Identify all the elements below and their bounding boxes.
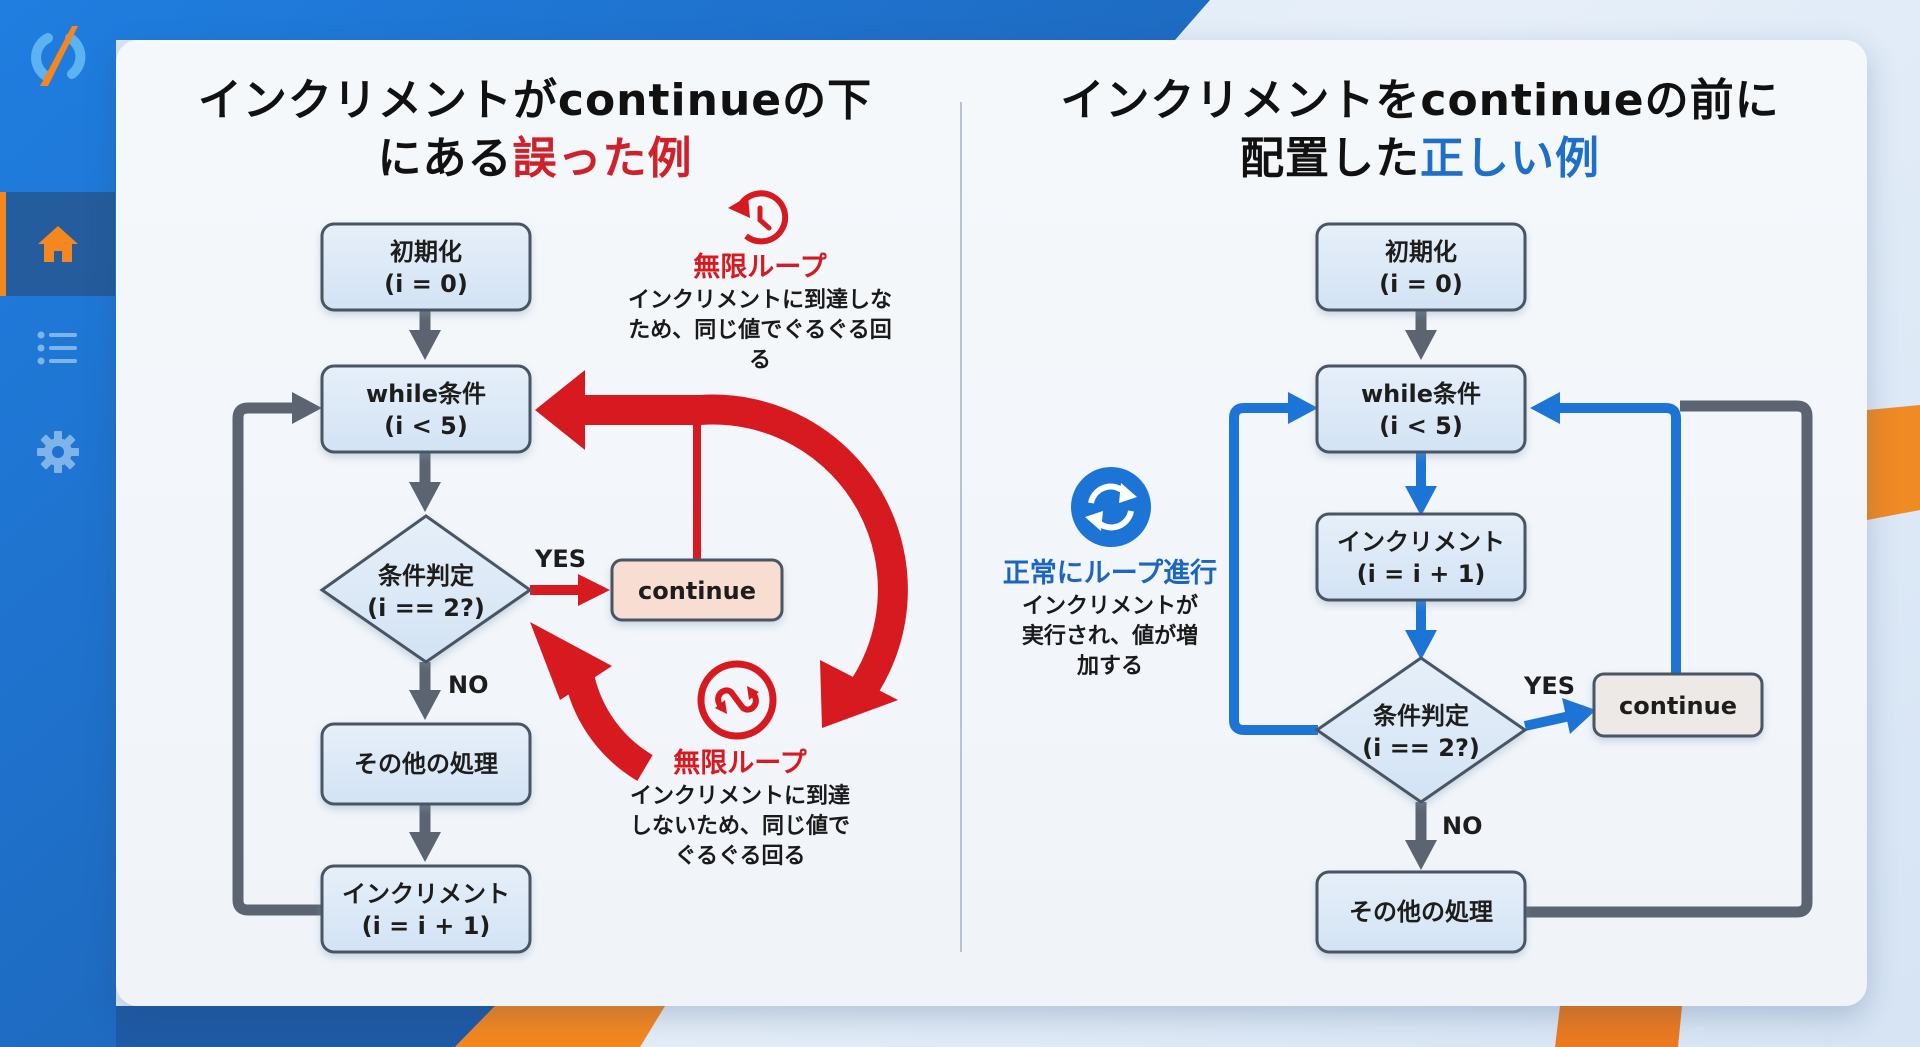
left-connectors	[232, 310, 431, 916]
refresh-icon	[1071, 467, 1151, 547]
right-blue-arrowheads	[1288, 392, 1596, 734]
orange-stripe-bottom-right	[1555, 1006, 1682, 1047]
sidebar	[0, 0, 115, 1047]
left-infinite-loop-arrows	[530, 370, 908, 781]
right-node-continue: continue	[1592, 672, 1764, 738]
orange-stripe-bottom-left	[455, 1006, 665, 1047]
red-arc-top	[580, 394, 908, 710]
left-note-top-line3: る	[748, 348, 771, 373]
right-note-line2: 実行され、値が増	[1021, 624, 1199, 649]
right-node-while: while条件 (i < 5)	[1315, 364, 1527, 454]
right-while-expr: (i < 5)	[1379, 412, 1463, 440]
orange-stripe-right	[1867, 405, 1920, 520]
right-cond-expr: (i == 2?)	[1362, 734, 1480, 762]
left-note-bottom-line3: ぐるぐる回る	[674, 844, 806, 869]
right-title-line1: インクリメントをcontinueの前に	[1060, 75, 1780, 126]
home-icon	[37, 226, 78, 262]
left-title-line1: インクリメントがcontinueの下	[197, 75, 873, 126]
right-flowchart: 初期化 (i = 0) while条件 (i < 5) インクリメント (i =…	[1071, 222, 1813, 954]
left-node-condition: 条件判定 (i == 2?)	[319, 514, 533, 664]
left-note-bottom: 無限ループ インクリメントに到達 しないため、同じ値で ぐるぐる回る	[595, 746, 885, 872]
right-gray-connectors	[1415, 310, 1813, 918]
left-no-label: NO	[448, 671, 489, 699]
left-cond-label: 条件判定	[378, 562, 474, 590]
left-node-init: 初期化 (i = 0)	[320, 222, 532, 312]
left-node-other: その他の処理	[320, 722, 532, 806]
left-continue-label: continue	[638, 577, 756, 605]
right-title-prefix: 配置した	[1240, 133, 1420, 184]
left-node-increment: インクリメント (i = i + 1)	[320, 864, 532, 954]
left-node-continue: continue	[610, 558, 784, 622]
sidebar-item-settings[interactable]	[0, 400, 115, 504]
right-note-line3: 加する	[1076, 654, 1143, 679]
right-title: インクリメントをcontinueの前に 配置した正しい例	[1020, 72, 1820, 188]
right-init-expr: (i = 0)	[1379, 270, 1463, 298]
gear-icon	[36, 431, 79, 473]
left-title-prefix: にある	[377, 133, 513, 184]
left-inc-label: インクリメント	[342, 880, 510, 908]
right-note-heading: 正常にループ進行	[1002, 558, 1218, 589]
right-continue-label: continue	[1619, 692, 1737, 720]
right-while-label: while条件	[1361, 380, 1481, 408]
right-gray-arrowheads	[1405, 330, 1437, 870]
left-other-label: その他の処理	[354, 750, 498, 778]
left-cond-expr: (i == 2?)	[367, 594, 485, 622]
right-node-condition: 条件判定 (i == 2?)	[1314, 656, 1528, 804]
left-title: インクリメントがcontinueの下 にある誤った例	[140, 72, 930, 188]
red-arrowhead-bottom	[530, 622, 612, 700]
column-divider	[960, 102, 962, 952]
right-title-line2: 配置した正しい例	[1020, 130, 1820, 188]
right-title-highlight: 正しい例	[1420, 133, 1600, 184]
left-note-top-heading: 無限ループ	[693, 252, 827, 283]
sidebar-item-home[interactable]	[0, 192, 115, 296]
red-yes-arrowhead	[578, 574, 610, 606]
left-note-top-line1: インクリメントに到達しな	[627, 288, 892, 313]
right-other-label: その他の処理	[1349, 898, 1493, 926]
left-title-highlight: 誤った例	[512, 133, 693, 184]
red-arrowhead-right	[820, 660, 898, 728]
right-init-label: 初期化	[1385, 238, 1457, 266]
list-icon	[37, 331, 77, 365]
right-inc-label: インクリメント	[1337, 528, 1505, 556]
right-note-line1: インクリメントが	[1021, 594, 1198, 619]
left-note-bottom-line1: インクリメントに到達	[629, 784, 850, 809]
left-while-label: while条件	[366, 380, 486, 408]
right-yes-label: YES	[1523, 672, 1575, 700]
red-arrowhead-top	[535, 370, 585, 450]
left-node-while: while条件 (i < 5)	[320, 364, 532, 454]
history-icon	[728, 190, 789, 245]
left-init-label: 初期化	[390, 238, 462, 266]
left-while-expr: (i < 5)	[384, 412, 468, 440]
right-node-increment: インクリメント (i = i + 1)	[1315, 512, 1527, 602]
left-arrowheads	[292, 330, 441, 862]
left-init-expr: (i = 0)	[384, 270, 468, 298]
blue-band-bottom	[116, 1006, 495, 1047]
left-flowchart: 初期化 (i = 0) while条件 (i < 5) 条件判定 (i == 2…	[232, 190, 908, 954]
right-inc-expr: (i = i + 1)	[1357, 560, 1486, 588]
content-card	[116, 40, 1867, 1006]
left-yes-label: YES	[534, 545, 586, 573]
left-inc-expr: (i = i + 1)	[362, 912, 491, 940]
right-node-init: 初期化 (i = 0)	[1315, 222, 1527, 312]
red-arc-bottom	[565, 676, 653, 781]
left-note-bottom-line2: しないため、同じ値で	[629, 814, 850, 839]
right-node-other: その他の処理	[1315, 870, 1527, 954]
right-no-label: NO	[1442, 812, 1483, 840]
right-cond-label: 条件判定	[1373, 702, 1469, 730]
left-note-bottom-heading: 無限ループ	[673, 748, 807, 779]
sidebar-item-list[interactable]	[0, 296, 115, 400]
right-blue-connectors	[1229, 403, 1681, 735]
left-note-top-line2: ため、同じ値でぐるぐる回	[628, 318, 892, 343]
left-note-top: 無限ループ インクリメントに到達しな ため、同じ値でぐるぐる回 る	[600, 250, 920, 376]
infinity-loop-icon	[697, 660, 777, 740]
right-note: 正常にループ進行 インクリメントが 実行され、値が増 加する	[990, 556, 1230, 682]
left-title-line2: にある誤った例	[140, 130, 930, 188]
brand-logo	[31, 26, 86, 86]
